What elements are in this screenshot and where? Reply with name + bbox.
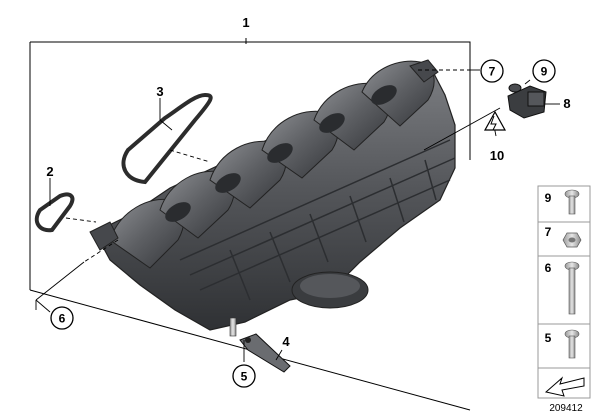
electrical-warning-icon (483, 110, 507, 131)
bolt-torx-icon (564, 329, 580, 359)
gasket-small (34, 192, 75, 233)
label-part-2: 2 (46, 164, 53, 179)
callout-7-label: 7 (489, 65, 496, 79)
bolt-small (229, 317, 237, 337)
label-part-3: 3 (156, 84, 163, 99)
panel-label-7: 7 (545, 225, 552, 239)
callout-9-label: 9 (541, 65, 548, 79)
long-bolt-icon (564, 261, 580, 315)
callout-6-label: 6 (59, 312, 66, 326)
reference-number: 209412 (549, 403, 583, 414)
pressure-sensor (507, 83, 547, 119)
intake-manifold (89, 59, 456, 331)
panel-label-5: 5 (545, 331, 552, 345)
callout-5: 5 (232, 364, 256, 388)
nut-icon (562, 232, 582, 248)
leader-lines (35, 69, 560, 362)
label-part-4: 4 (282, 334, 290, 349)
callout-7: 7 (480, 59, 504, 83)
gasket-large (121, 92, 213, 185)
label-part-10: 10 (490, 148, 504, 163)
label-part-1: 1 (242, 15, 249, 30)
bracket (239, 333, 291, 373)
direction-arrow-icon (544, 376, 585, 397)
panel-label-9: 9 (545, 191, 552, 205)
callout-6: 6 (50, 306, 74, 330)
callout-5-label: 5 (241, 370, 248, 384)
bolt-hex-socket-icon (564, 189, 580, 215)
label-part-8: 8 (563, 96, 570, 111)
callout-9: 9 (532, 59, 556, 83)
fastener-panel: 9 7 6 5 (537, 185, 591, 399)
panel-label-6: 6 (545, 261, 552, 275)
